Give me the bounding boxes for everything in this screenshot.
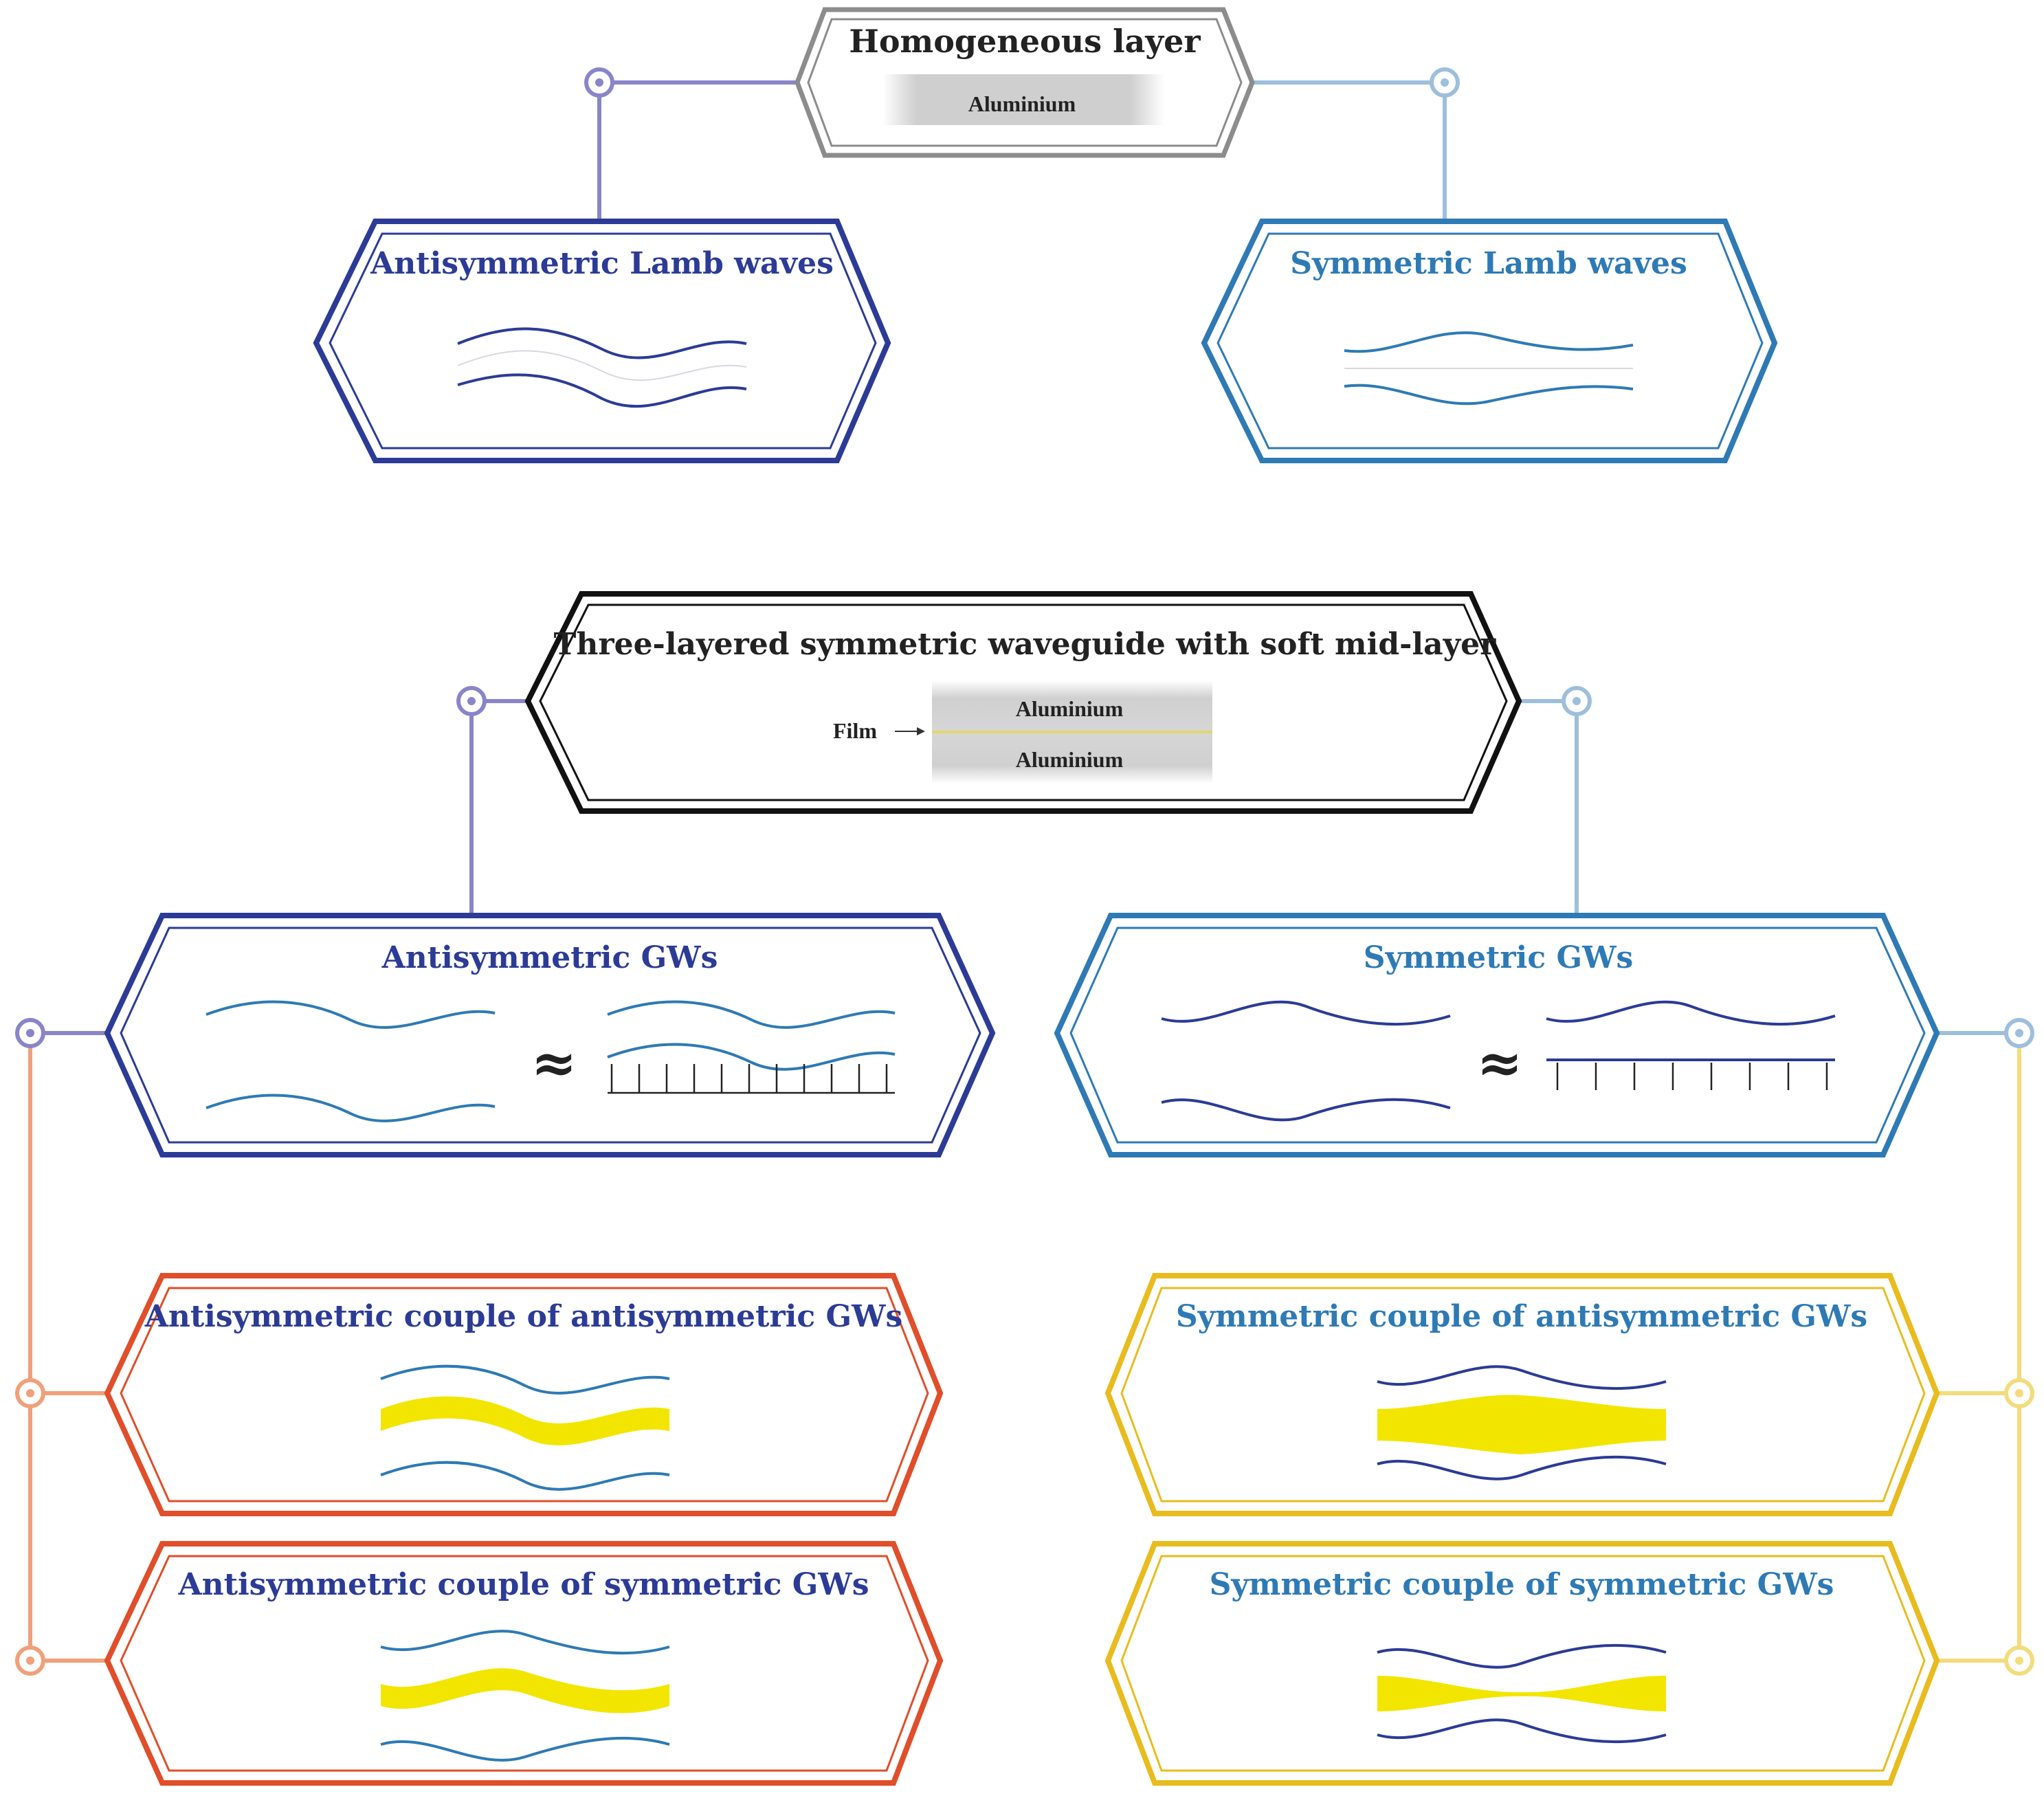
antisymmetric-lamb-wave-icon xyxy=(457,327,747,408)
node-mid-left xyxy=(456,686,487,716)
sym-sym-title: Symmetric couple of symmetric GWs xyxy=(1210,1567,1834,1602)
aluminium-label-top: Aluminium xyxy=(968,91,1076,116)
box-symmetric-gws xyxy=(1054,913,1940,1157)
node-left-couple-2 xyxy=(15,1645,45,1676)
node-left-gws xyxy=(15,1018,45,1048)
connector-nodes xyxy=(15,67,2034,1676)
node-right-gws xyxy=(2004,1018,2034,1048)
aluminium-lower-layer xyxy=(932,733,1212,784)
approx-symbol-left: ≈ xyxy=(531,1030,577,1095)
node-top-right xyxy=(1430,67,1460,98)
anti-anti-wave-icon xyxy=(380,1364,670,1491)
node-right-couple-2 xyxy=(2004,1645,2034,1676)
anti-anti-title: Antisymmetric couple of antisymmetric GW… xyxy=(144,1299,903,1334)
spring-bed-antisymmetric xyxy=(608,1064,895,1094)
connector-homogeneous-antisymmetric xyxy=(597,80,797,219)
sym-anti-title: Symmetric couple of antisymmetric GWs xyxy=(1176,1299,1867,1334)
connectors xyxy=(28,80,2021,1663)
sym-sym-wave-icon xyxy=(1377,1643,1667,1744)
aluminium-upper-layer xyxy=(932,680,1212,731)
aluminium-block-top xyxy=(882,74,1164,125)
node-mid-right xyxy=(1562,686,1592,716)
homogeneous-title: Homogeneous layer xyxy=(849,23,1201,60)
node-right-couple-1 xyxy=(2004,1378,2034,1408)
antisymmetric-gws-wave-icon xyxy=(205,1000,896,1122)
box-symmetric-lamb xyxy=(1201,219,1778,463)
connector-three-layer-antisymmetric xyxy=(469,699,528,916)
anti-sym-wave-icon xyxy=(380,1630,670,1762)
box-sym-anti xyxy=(1104,1273,1940,1516)
box-anti-sym xyxy=(104,1541,944,1786)
box-sym-sym xyxy=(1104,1541,1940,1786)
three-layer-title: Three-layered symmetric waveguide with s… xyxy=(554,627,1496,662)
symmetric-gws-title: Symmetric GWs xyxy=(1364,940,1634,975)
aluminium-upper-label: Aluminium xyxy=(1016,696,1124,721)
antisymmetric-lamb-title: Antisymmetric Lamb waves xyxy=(370,246,834,281)
connector-homogeneous-symmetric xyxy=(1252,80,1447,219)
box-anti-anti xyxy=(104,1273,944,1516)
symmetric-gws-wave-icon xyxy=(1161,1000,1836,1122)
box-homogeneous-layer xyxy=(795,7,1255,158)
approx-symbol-right: ≈ xyxy=(1476,1030,1522,1095)
symmetric-lamb-title: Symmetric Lamb waves xyxy=(1290,246,1687,281)
symmetric-lamb-wave-icon xyxy=(1344,331,1634,406)
antisymmetric-gws-title: Antisymmetric GWs xyxy=(381,940,718,975)
anti-sym-title: Antisymmetric couple of symmetric GWs xyxy=(178,1567,869,1602)
film-label: Film xyxy=(833,718,877,743)
aluminium-lower-label: Aluminium xyxy=(1016,747,1124,772)
node-top-left xyxy=(584,67,614,98)
node-left-couple-1 xyxy=(15,1378,45,1408)
connector-three-layer-symmetric xyxy=(1519,699,1579,916)
box-three-layer xyxy=(524,591,1522,814)
sym-anti-wave-icon xyxy=(1377,1365,1667,1481)
box-antisymmetric-gws xyxy=(104,913,996,1157)
film-arrow xyxy=(895,727,925,735)
spring-bed-symmetric xyxy=(1556,1063,1828,1090)
box-antisymmetric-lamb xyxy=(313,219,891,463)
